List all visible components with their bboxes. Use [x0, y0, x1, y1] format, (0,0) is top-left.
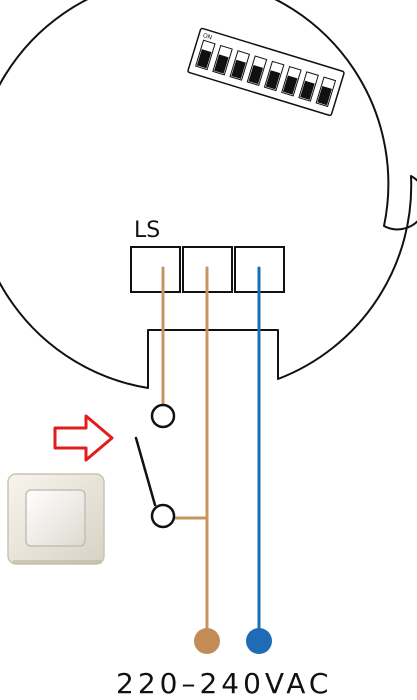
switch-contact-bottom: [150, 503, 176, 529]
supply-terminal-blue: [246, 628, 272, 654]
dip-switch-knob: [231, 59, 246, 79]
wires: [161, 266, 261, 634]
dip-switch-knob: [317, 86, 332, 106]
switch-symbol: [134, 403, 176, 529]
switch-lever: [134, 436, 157, 507]
dip-switch-knob: [214, 54, 229, 74]
wall-push-button-icon: [7, 473, 105, 565]
dip-switch-block: ON: [187, 27, 345, 117]
dip-switch-knob: [248, 64, 264, 85]
dip-switch-knob: [196, 49, 212, 69]
dip-switch-levers: [195, 39, 337, 108]
dip-switch-knob: [282, 75, 298, 95]
dip-switch-knob: [265, 70, 281, 90]
dip-switch-on-label: ON: [202, 32, 213, 41]
dip-switch-knob: [300, 80, 315, 100]
right-arrow-outline-icon: [53, 414, 114, 462]
brown-wire-switch-to-supply: [173, 516, 209, 634]
switch-key: [25, 489, 86, 547]
switch-plate-shadow: [12, 560, 102, 564]
terminal-block-label: LS: [134, 218, 160, 243]
switch-contact-top: [150, 403, 176, 429]
supply-terminal-brown: [194, 628, 220, 654]
terminal-slot-1: [130, 246, 181, 293]
supply-voltage-label: 220–240VAC: [116, 667, 332, 700]
